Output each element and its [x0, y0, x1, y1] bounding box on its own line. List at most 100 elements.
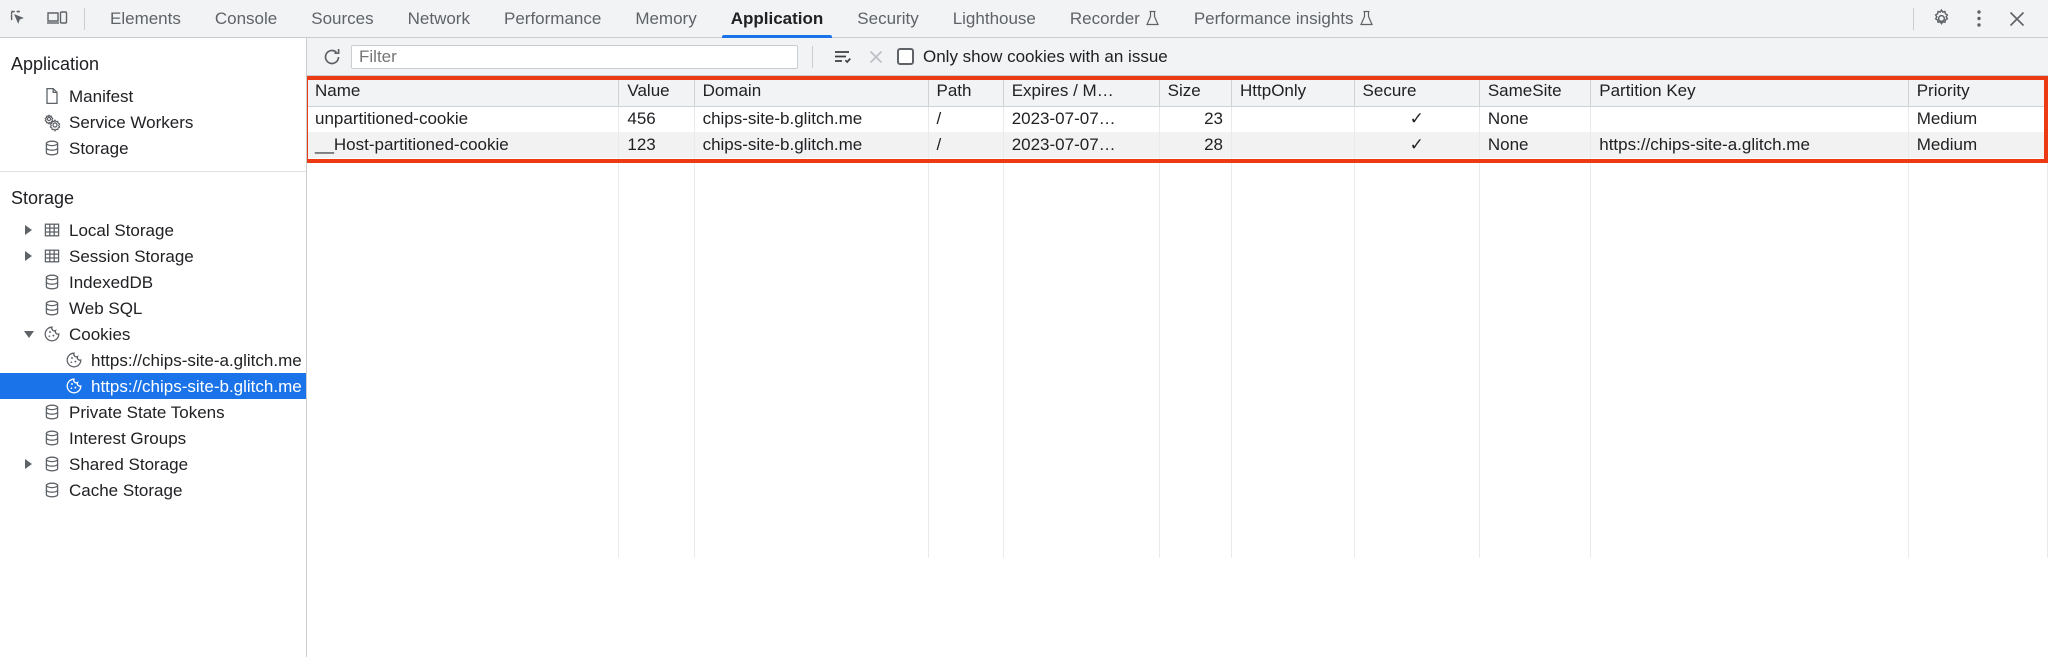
tab-label: Recorder [1069, 8, 1140, 28]
sidebar-item-cookies-site-b[interactable]: https://chips-site-b.glitch.me [0, 373, 306, 399]
tab-label: Console [214, 8, 278, 28]
column-header-value[interactable]: Value [618, 76, 695, 107]
clear-filtered-cookies-icon[interactable] [827, 42, 857, 72]
sidebar-item-web-sql[interactable]: Web SQL [0, 295, 306, 321]
tab-security[interactable]: Security [840, 0, 935, 38]
filler-cell [1590, 158, 1909, 558]
chevron-right-icon[interactable] [22, 250, 35, 263]
cell-httponly [1231, 132, 1355, 158]
chevron-right-icon[interactable] [22, 224, 35, 237]
sidebar-item-indexeddb[interactable]: IndexedDB [0, 269, 306, 295]
manifest-document-icon [42, 86, 62, 106]
tab-console[interactable]: Console [198, 0, 294, 38]
sidebar-item-cookies[interactable]: Cookies [0, 321, 306, 347]
column-header-domain[interactable]: Domain [694, 76, 929, 107]
sidebar-section-title-storage: Storage [11, 188, 75, 208]
sidebar-item-private-state-tokens[interactable]: Private State Tokens [0, 399, 306, 425]
sidebar-item-label: https://chips-site-b.glitch.me [91, 376, 302, 396]
tab-sources[interactable]: Sources [294, 0, 390, 38]
column-header-size[interactable]: Size [1159, 76, 1233, 107]
chevron-down-icon[interactable] [22, 328, 35, 341]
cell-secure: ✓ [1354, 106, 1480, 132]
cookies-table-area: Name Value Domain Path Expires / M… Size… [307, 76, 2048, 657]
cell-partition-key: https://chips-site-a.glitch.me [1590, 132, 1909, 158]
tab-recorder[interactable]: Recorder [1053, 0, 1177, 38]
tab-elements[interactable]: Elements [93, 0, 198, 38]
only-show-issue-cookies-checkbox[interactable]: Only show cookies with an issue [897, 47, 1168, 67]
experiment-flask-icon [1145, 10, 1160, 27]
clear-icon[interactable] [861, 42, 891, 72]
cell-domain: chips-site-b.glitch.me [694, 106, 929, 132]
cell-value: 456 [618, 106, 695, 132]
sidebar-item-label: Storage [69, 138, 129, 158]
table-grid-icon [42, 220, 62, 240]
settings-gear-icon[interactable] [1922, 0, 1960, 38]
storage-database-icon [42, 272, 62, 292]
filler-cell [307, 158, 620, 558]
cell-secure: ✓ [1354, 132, 1480, 158]
cell-name: unpartitioned-cookie [307, 106, 620, 132]
table-header-row: Name Value Domain Path Expires / M… Size… [307, 76, 2048, 107]
filter-input[interactable] [351, 44, 798, 69]
more-options-kebab-icon[interactable] [1960, 0, 1998, 38]
storage-database-icon [42, 138, 62, 158]
cell-partition-key [1590, 106, 1909, 132]
sidebar-item-cache-storage[interactable]: Cache Storage [0, 477, 306, 503]
tab-memory[interactable]: Memory [618, 0, 713, 38]
column-header-httponly[interactable]: HttpOnly [1231, 76, 1355, 107]
devtools-toolbar: Elements Console Sources Network Perform… [0, 0, 2048, 38]
inspect-element-icon[interactable] [0, 0, 38, 38]
sidebar-item-session-storage[interactable]: Session Storage [0, 243, 306, 269]
tab-label: Sources [311, 8, 374, 28]
devtools-body: Application Manifest [0, 38, 2048, 657]
cookies-table: Name Value Domain Path Expires / M… Size… [307, 76, 2048, 558]
cell-name: __Host-partitioned-cookie [307, 132, 620, 158]
tab-network[interactable]: Network [391, 0, 487, 38]
sidebar-item-interest-groups[interactable]: Interest Groups [0, 425, 306, 451]
tab-lighthouse[interactable]: Lighthouse [936, 0, 1053, 38]
column-header-path[interactable]: Path [928, 76, 1004, 107]
column-header-priority[interactable]: Priority [1908, 76, 2048, 107]
cell-samesite: None [1479, 106, 1592, 132]
sidebar-item-local-storage[interactable]: Local Storage [0, 217, 306, 243]
sidebar-item-storage[interactable]: Storage [0, 135, 306, 161]
cell-size: 23 [1159, 106, 1233, 132]
sidebar-item-manifest[interactable]: Manifest [0, 83, 306, 109]
tab-label: Lighthouse [952, 8, 1036, 28]
column-header-name[interactable]: Name [307, 76, 620, 107]
tab-label: Security [857, 8, 919, 28]
column-header-partition-key[interactable]: Partition Key [1590, 76, 1909, 107]
storage-database-icon [42, 428, 62, 448]
close-devtools-icon[interactable] [1998, 0, 2036, 38]
panel-tabs: Elements Console Sources Network Perform… [93, 0, 1391, 38]
column-header-expires[interactable]: Expires / M… [1003, 76, 1160, 107]
sidebar-section-title-application: Application [11, 54, 100, 74]
tab-label: Performance insights [1193, 8, 1354, 28]
column-header-secure[interactable]: Secure [1354, 76, 1480, 107]
sidebar-item-label: Shared Storage [69, 454, 189, 474]
filler-cell [1354, 158, 1480, 558]
tab-application[interactable]: Application [714, 0, 841, 38]
sidebar-item-cookies-site-a[interactable]: https://chips-site-a.glitch.me [0, 347, 306, 373]
tab-performance-insights[interactable]: Performance insights [1177, 0, 1391, 38]
table-row[interactable]: __Host-partitioned-cookie 123 chips-site… [307, 132, 2048, 158]
checkbox-box[interactable] [897, 48, 914, 65]
chevron-right-icon[interactable] [22, 458, 35, 471]
cell-domain: chips-site-b.glitch.me [694, 132, 929, 158]
table-row[interactable]: unpartitioned-cookie 456 chips-site-b.gl… [307, 106, 2048, 132]
toolbar-right-actions [1905, 0, 2048, 38]
toolbar-divider-right [1913, 7, 1914, 30]
sidebar-item-label: Private State Tokens [69, 402, 225, 422]
cookie-icon [64, 350, 84, 370]
toolbar-divider [84, 7, 85, 30]
sidebar-item-shared-storage[interactable]: Shared Storage [0, 451, 306, 477]
sidebar-item-service-workers[interactable]: Service Workers [0, 109, 306, 135]
device-toolbar-icon[interactable] [38, 0, 76, 38]
sidebar-item-label: IndexedDB [69, 272, 154, 292]
filler-cell [928, 158, 1004, 558]
cell-samesite: None [1479, 132, 1592, 158]
column-header-samesite[interactable]: SameSite [1479, 76, 1592, 107]
table-grid-icon [42, 246, 62, 266]
tab-performance[interactable]: Performance [487, 0, 618, 38]
refresh-icon[interactable] [317, 42, 347, 72]
